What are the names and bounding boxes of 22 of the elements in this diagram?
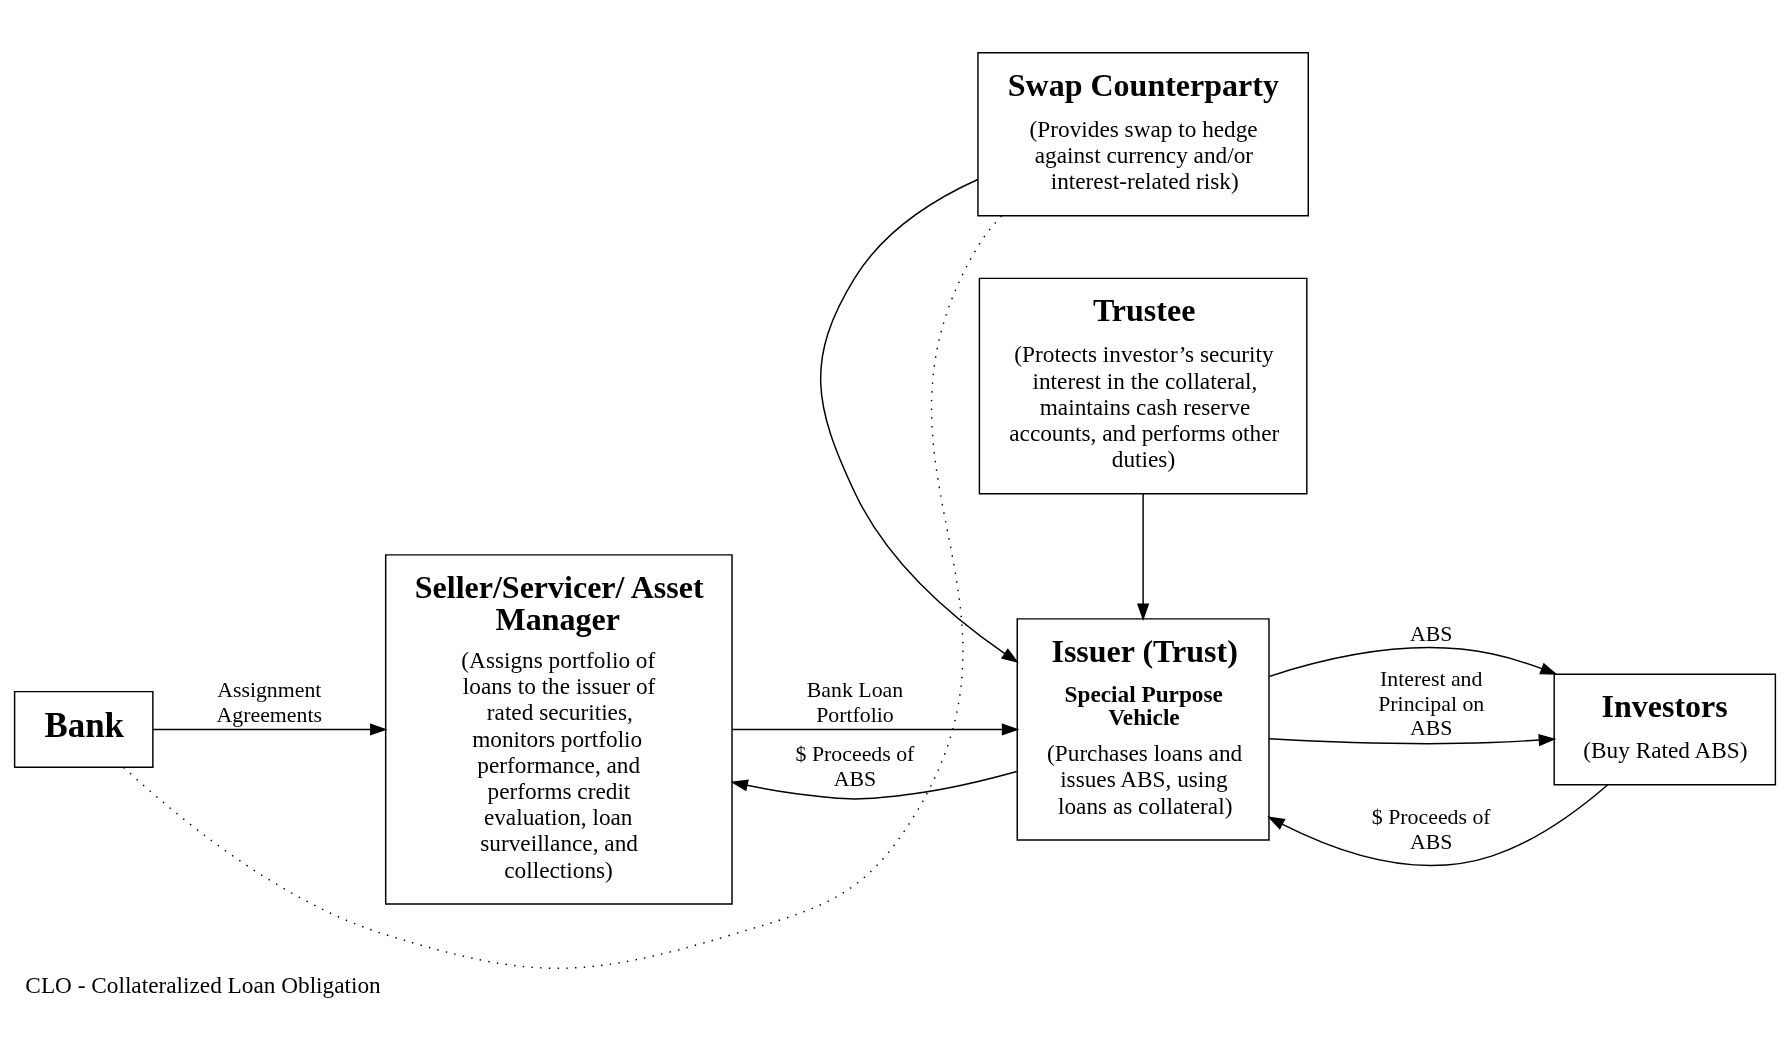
arrow [1268, 734, 1557, 747]
node-box: Seller/Servicer/ Asset Manager (Assigns portfolio of loans to the issuer of rated securities, monitors portfolio performance, and performs credit evaluation, loan surveillance, and collections) [384, 554, 733, 905]
arrow [1267, 784, 1609, 866]
arrow [152, 723, 388, 736]
node-box: Bank [13, 690, 154, 769]
arrow [820, 178, 1019, 664]
edge-label: $ Proceeds of ABS [795, 742, 915, 792]
node-box: Swap Counterparty (Provides swap to hedge against currency and/or interest-related risk) [977, 52, 1309, 217]
caption: CLO - Collateralized Loan Obligation [25, 971, 381, 998]
edge-label: Assignment Agreements [216, 678, 322, 728]
edge-label: Interest and Principal on ABS [1378, 666, 1485, 741]
arrow [1268, 647, 1558, 678]
connector [123, 215, 1003, 969]
arrow [1137, 493, 1150, 621]
edge-label: Bank Loan Portfolio [806, 678, 904, 728]
node-box: Investors (Buy Rated ABS) [1553, 673, 1777, 786]
edge-label: $ Proceeds of ABS [1371, 805, 1491, 854]
edge-label: ABS [1410, 621, 1453, 646]
arrow [730, 770, 1018, 800]
node-box: Trustee (Protects investor’s security interest in the collateral, maintains cash reserve accounts, and performs other duties) [978, 277, 1308, 495]
node-box: Issuer (Trust) Special Purpose Vehicle (Purchases loans and issues ABS, using loans as collateral) [1016, 618, 1270, 841]
arrow [731, 723, 1020, 736]
